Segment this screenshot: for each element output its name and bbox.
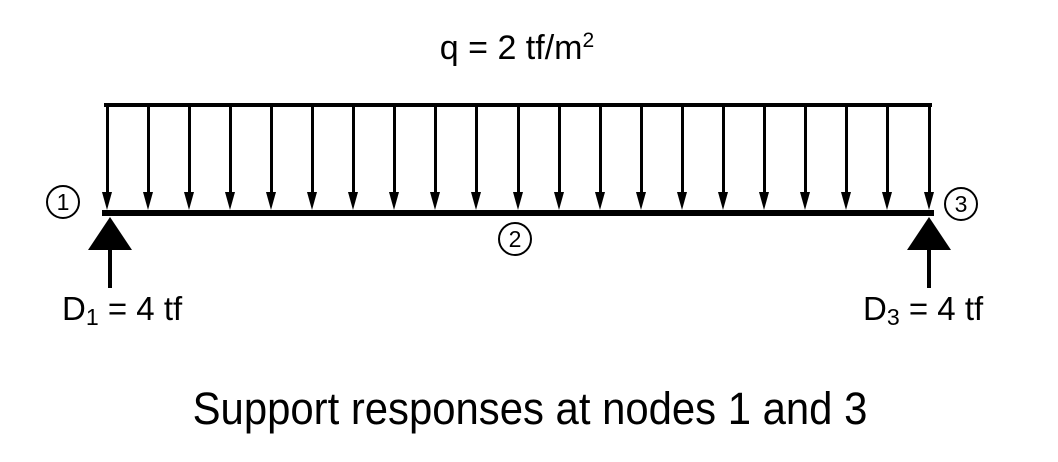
load-arrow-shaft <box>228 105 232 193</box>
node-1-number: 1 <box>56 188 70 215</box>
reaction-d3-symbol: D <box>863 290 887 327</box>
distributed-load-label-base: q = 2 tf/m <box>439 29 583 67</box>
reaction-label-d3: D3 = 4 tf <box>863 290 984 331</box>
load-arrow-head <box>430 192 441 210</box>
reaction-arrow-up-icon-right <box>907 217 951 250</box>
node-label-2: 2 <box>498 222 532 256</box>
load-arrow-shaft <box>187 105 191 193</box>
load-arrow-shaft <box>804 105 808 193</box>
load-arrow-head <box>224 192 235 210</box>
reaction-d3-subscript: 3 <box>886 304 900 331</box>
load-arrow-head <box>676 192 687 210</box>
distributed-load-label-superscript: 2 <box>582 29 595 53</box>
beam-line <box>102 210 934 216</box>
load-arrow-shaft <box>927 105 931 193</box>
load-arrow-head <box>923 192 934 210</box>
load-arrow-shaft <box>763 105 767 193</box>
node-label-1: 1 <box>46 185 80 219</box>
load-arrow-shaft <box>393 105 397 193</box>
load-arrow-head <box>882 192 893 210</box>
load-arrow-head <box>718 192 728 210</box>
reaction-d3-value: = 4 tf <box>899 290 984 327</box>
load-arrow-shaft <box>516 105 520 193</box>
load-arrow-head <box>348 192 359 210</box>
load-arrow-shaft <box>557 105 561 193</box>
reaction-d1-symbol: D <box>62 290 86 327</box>
load-arrow-shaft <box>475 105 479 193</box>
load-arrow-shaft <box>598 105 602 193</box>
reaction-arrow-shaft-right <box>927 249 931 288</box>
reaction-label-d1: D1 = 4 tf <box>62 290 183 331</box>
load-arrow-head <box>142 192 153 210</box>
load-arrow-head <box>471 192 482 210</box>
load-arrow-head <box>635 192 646 210</box>
load-arrow-head <box>800 192 811 210</box>
node-3-number: 3 <box>954 190 968 217</box>
load-arrow-shaft <box>434 105 438 193</box>
reaction-d1-subscript: 1 <box>85 304 99 331</box>
load-arrow-shaft <box>680 105 684 193</box>
load-arrow-head <box>512 192 523 210</box>
node-label-3: 3 <box>944 187 978 221</box>
reaction-arrow-up-icon-left <box>88 217 132 250</box>
load-arrow-head <box>759 192 770 210</box>
load-arrow-shaft <box>845 105 849 193</box>
load-arrow-shaft <box>269 105 273 193</box>
load-arrow-head <box>841 192 852 210</box>
load-arrow-head <box>101 192 112 210</box>
reaction-arrow-shaft-left <box>108 249 112 288</box>
load-arrow-head <box>594 192 605 210</box>
diagram-caption: Support responses at nodes 1 and 3 <box>192 383 868 434</box>
load-arrow-head <box>553 192 564 210</box>
distributed-load-label: q = 2 tf/m2 <box>440 28 594 69</box>
load-arrow-shaft <box>886 105 890 193</box>
load-arrow-shaft <box>146 105 150 193</box>
load-arrow-head <box>389 192 400 210</box>
load-arrow-shaft <box>352 105 356 193</box>
load-arrow-head <box>307 192 317 210</box>
load-arrow-shaft <box>311 105 314 193</box>
load-arrow-shaft <box>105 105 109 193</box>
node-2-number: 2 <box>508 225 522 252</box>
load-arrow-shaft <box>722 105 725 193</box>
load-arrow-shaft <box>639 105 643 193</box>
reaction-d1-value: = 4 tf <box>98 290 183 327</box>
load-arrow-head <box>265 192 276 210</box>
load-arrow-head <box>183 192 194 210</box>
